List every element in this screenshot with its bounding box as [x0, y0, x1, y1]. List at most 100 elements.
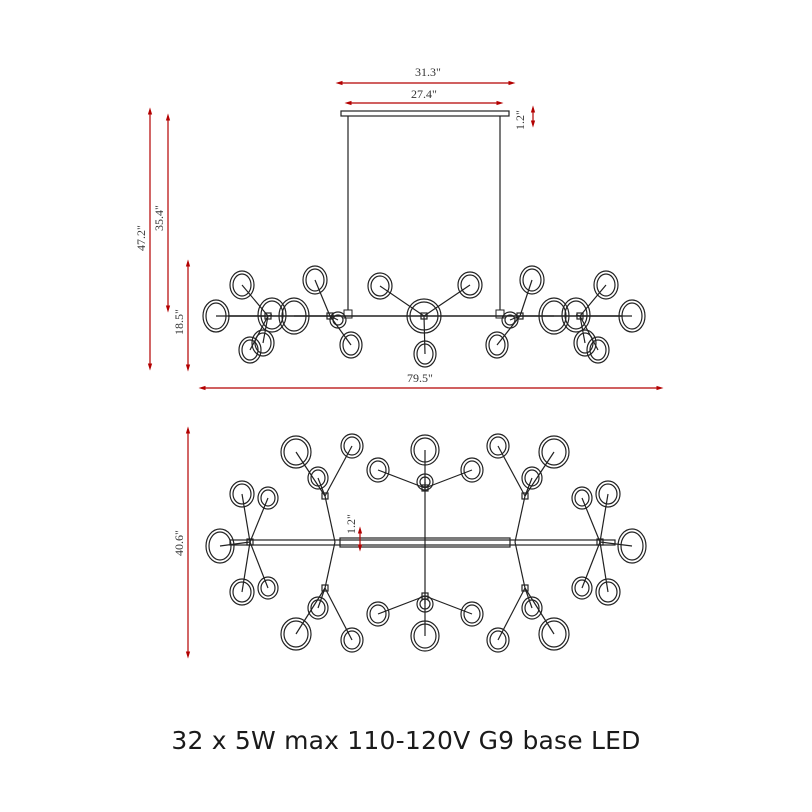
globe-inner: [522, 268, 542, 292]
globe-inner: [598, 581, 618, 603]
arm: [324, 445, 353, 497]
plan-globe-0-1: [229, 480, 255, 508]
globe-inner: [310, 599, 326, 617]
globe-outer: [595, 578, 621, 606]
side-globe-3-0: [538, 297, 570, 335]
label-fixture-length: 79.5": [407, 371, 433, 385]
arm: [579, 284, 607, 317]
globe-inner: [541, 438, 567, 466]
arm: [514, 495, 526, 543]
plan-globe-2-0: [280, 617, 312, 651]
globe-inner: [260, 300, 284, 330]
side-globe-1-3: [329, 311, 347, 329]
globe-inner: [413, 437, 437, 463]
globe-outer: [229, 270, 255, 300]
globe-outer: [307, 466, 329, 490]
globe-inner: [342, 334, 360, 356]
arm: [324, 587, 353, 641]
globe-outer: [519, 265, 545, 295]
globe-outer: [538, 297, 570, 335]
plan-globe-3-2: [460, 457, 484, 483]
globe-outer: [460, 457, 484, 483]
arm: [599, 541, 633, 547]
side-globe-3-1: [519, 265, 545, 295]
plan-globe-7-4: [571, 576, 593, 600]
globe-outer: [339, 331, 363, 359]
plan-globe-6-1: [521, 596, 543, 620]
plan-globe-3-3: [416, 473, 434, 491]
arm: [497, 445, 526, 497]
globe-inner: [419, 598, 431, 610]
plan-globe-2-1: [307, 596, 329, 620]
arm: [519, 279, 533, 317]
plan-globe-4-1: [366, 601, 390, 627]
side-globe-0-1: [229, 270, 255, 300]
globe-inner: [370, 275, 390, 297]
globe-inner: [574, 489, 590, 507]
hub: [321, 492, 329, 500]
globe-outer: [618, 299, 646, 333]
arm: [514, 541, 526, 589]
arm: [379, 285, 425, 317]
globe-outer: [238, 336, 262, 364]
label-rod-spacing: 27.4": [411, 87, 437, 101]
label-canopy-width: 31.3": [415, 65, 441, 79]
arm: [599, 541, 609, 593]
plan-globe-5-2: [486, 433, 510, 459]
side-branches: [202, 265, 646, 368]
globe-outer: [307, 596, 329, 620]
side-globe-4-0: [618, 299, 646, 333]
plan-globe-7-0: [617, 528, 647, 564]
globe-outer: [413, 340, 437, 368]
globe-inner: [596, 273, 616, 297]
globe-outer: [257, 576, 279, 600]
plan-main-bar: [229, 539, 616, 546]
globe-outer: [302, 265, 328, 295]
arm: [496, 315, 521, 346]
hub: [521, 492, 529, 500]
side-globe-4-2: [561, 297, 591, 333]
globe-inner: [416, 343, 434, 365]
globe-inner: [343, 436, 361, 456]
plan-globe-4-3: [416, 595, 434, 613]
plan-globe-7-3: [595, 578, 621, 606]
label-bar-height: 1.2": [344, 514, 358, 534]
globe-outer: [367, 272, 393, 300]
globe-inner: [419, 476, 431, 488]
globe-inner: [232, 273, 252, 297]
plan-globe-0-0: [205, 528, 235, 564]
arm: [324, 541, 336, 589]
globe-inner: [232, 483, 252, 505]
globe-outer: [617, 528, 647, 564]
globe-outer: [280, 617, 312, 651]
globe-inner: [281, 300, 307, 332]
globe-inner: [310, 469, 326, 487]
globe-outer: [229, 480, 255, 508]
globe-outer: [280, 435, 312, 469]
globe-outer: [366, 457, 390, 483]
arm: [579, 315, 599, 351]
globe-outer: [229, 578, 255, 606]
globe-outer: [571, 486, 593, 510]
side-globe-1-1: [302, 265, 328, 295]
arm: [324, 495, 336, 543]
globe-inner: [369, 604, 387, 624]
globe-inner: [541, 300, 567, 332]
globe-outer: [460, 601, 484, 627]
side-globe-4-4: [573, 329, 597, 357]
arm: [249, 315, 269, 351]
plan-globe-1-1: [307, 466, 329, 490]
label-fixture-height: 18.5": [172, 309, 186, 335]
side-globe-3-2: [485, 331, 509, 359]
arm: [423, 315, 426, 355]
globe-outer: [202, 299, 230, 333]
globe-inner: [205, 302, 227, 330]
globe-inner: [343, 630, 361, 650]
globe-outer: [416, 473, 434, 491]
globe-outer: [340, 433, 364, 459]
side-globe-2-3: [413, 340, 437, 368]
globe-inner: [283, 620, 309, 648]
arm: [295, 587, 326, 635]
globe-inner: [369, 460, 387, 480]
side-globe-2-1: [367, 272, 393, 300]
